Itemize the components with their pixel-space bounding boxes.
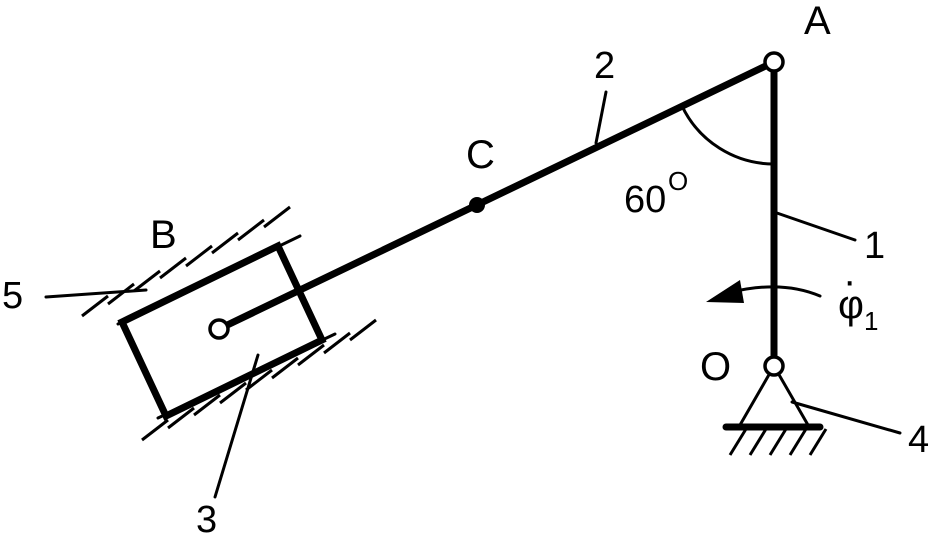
slider-block bbox=[117, 241, 327, 421]
angle-arc bbox=[680, 104, 776, 166]
angular-velocity-arrow bbox=[706, 280, 822, 303]
label-b: B bbox=[150, 213, 177, 257]
label-c: C bbox=[466, 133, 495, 177]
label-a: A bbox=[804, 0, 831, 43]
joint-b bbox=[208, 318, 230, 340]
point-c bbox=[469, 197, 485, 213]
label-angle: 60 bbox=[624, 179, 666, 221]
label-phi: φ bbox=[838, 283, 864, 327]
lower-guide bbox=[141, 318, 377, 442]
coupler-rod bbox=[215, 58, 778, 333]
label-link-3: 3 bbox=[196, 499, 217, 539]
label-angle-unit: O bbox=[668, 166, 688, 196]
label-link-2: 2 bbox=[594, 45, 615, 87]
leader-lines bbox=[44, 90, 902, 499]
label-link-1: 1 bbox=[864, 225, 885, 267]
joint-o bbox=[763, 355, 785, 377]
joint-a bbox=[763, 51, 785, 73]
label-o: O bbox=[700, 345, 731, 389]
label-phi-subscript: 1 bbox=[864, 306, 878, 336]
label-phi-dot: · bbox=[843, 259, 856, 303]
label-link-5: 5 bbox=[2, 275, 23, 317]
label-link-4: 4 bbox=[908, 419, 929, 461]
fixed-support bbox=[722, 362, 828, 456]
